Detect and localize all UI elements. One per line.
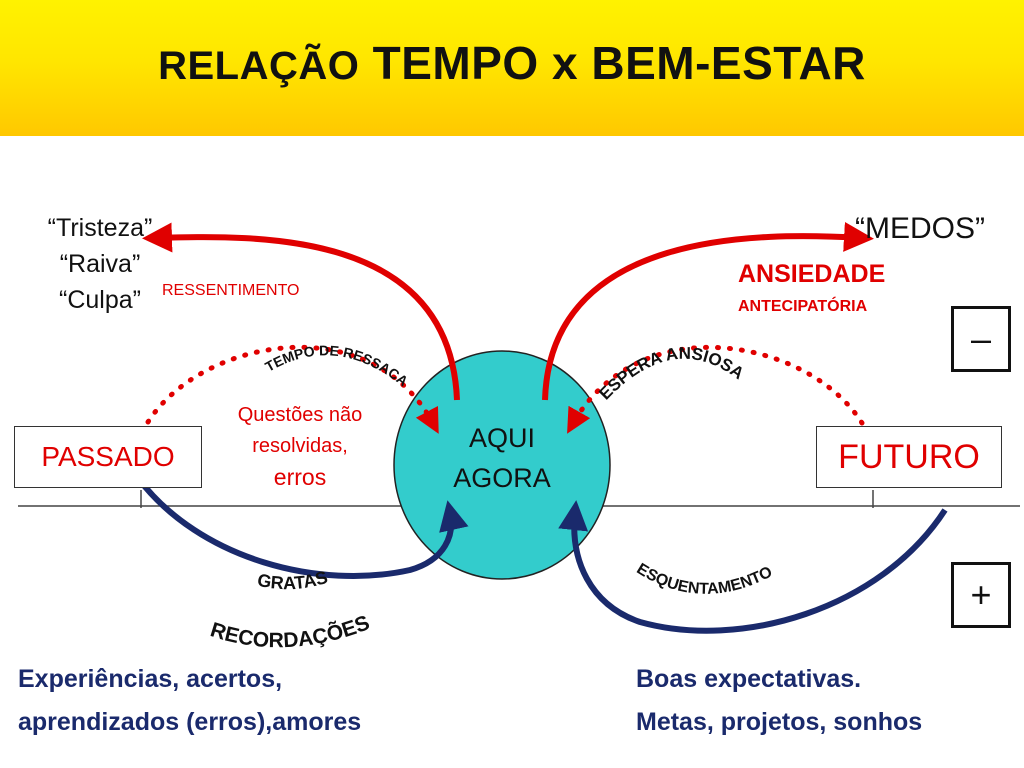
futuro-label: FUTURO <box>838 437 980 476</box>
questoes-line3: erros <box>273 464 327 490</box>
bottom-left-line1: Experiências, acertos, <box>18 665 283 693</box>
bottom-left-line2: aprendizados (erros),amores <box>18 708 362 736</box>
navy-arrow-right <box>558 500 948 634</box>
navy-arrow-left <box>135 476 469 579</box>
red-dotted-arrow-right <box>567 344 865 434</box>
ressentimento-label: RESSENTIMENTO <box>162 282 300 299</box>
ansiedade-label: ANSIEDADE <box>738 260 886 288</box>
page-title: RELAÇÃO TEMPO x BEM-ESTAR <box>0 36 1024 90</box>
passado-box: PASSADO <box>14 426 202 488</box>
plus-sign: + <box>951 562 1011 628</box>
questoes-line2: resolvidas, <box>252 435 348 457</box>
feeling-culpa: “Culpa” <box>59 286 141 314</box>
medos-label: “MEDOS” <box>855 212 985 245</box>
red-arrow-left <box>142 222 460 401</box>
center-agora: AGORA <box>453 463 551 493</box>
questoes-text: Questões não resolvidas, erros <box>215 400 385 493</box>
center-label: AQUI AGORA <box>430 418 574 498</box>
recordacoes-label: RECORDAÇÕES <box>208 611 373 652</box>
passado-label: PASSADO <box>41 441 175 472</box>
minus-sign: – <box>951 306 1011 372</box>
antecipatoria-label: ANTECIPATÓRIA <box>738 298 868 315</box>
title-banner <box>0 0 1024 136</box>
title-part1: RELAÇÃO <box>158 44 360 88</box>
left-feelings: “Tristeza” “Raiva” “Culpa” <box>30 210 170 318</box>
red-arrow-right <box>542 221 874 401</box>
bottom-right-text: Boas expectativas. Metas, projetos, sonh… <box>636 658 922 744</box>
bottom-right-line1: Boas expectativas. <box>636 665 862 693</box>
red-dotted-arrow-left <box>145 344 439 434</box>
title-part2: TEMPO x BEM-ESTAR <box>372 37 866 89</box>
questoes-line1: Questões não <box>237 404 363 426</box>
tempo-ressaca-label: TEMPO DE RESSACA <box>262 342 411 389</box>
feeling-tristeza: “Tristeza” <box>47 214 153 242</box>
center-aqui: AQUI <box>468 423 535 453</box>
espera-ansiosa-label: ESPERA ANSIOSA <box>595 344 747 404</box>
esquentamento-label: ESQUENTAMENTO <box>634 560 776 597</box>
bottom-left-text: Experiências, acertos, aprendizados (err… <box>18 658 361 744</box>
bottom-right-line2: Metas, projetos, sonhos <box>636 708 923 736</box>
futuro-box: FUTURO <box>816 426 1002 488</box>
feeling-raiva: “Raiva” <box>59 250 141 278</box>
